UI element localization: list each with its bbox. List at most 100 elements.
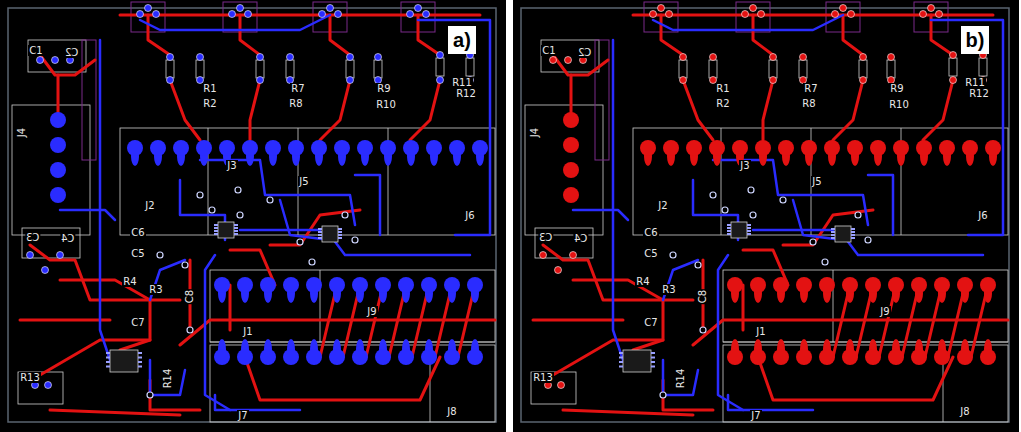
small-pad <box>928 5 935 12</box>
resistor-symbol <box>859 60 867 78</box>
connector-pad <box>50 112 66 128</box>
connector-pad <box>801 140 817 166</box>
reference-designator: C1 <box>28 45 43 56</box>
small-pad <box>950 77 957 84</box>
small-pad <box>287 54 294 61</box>
reference-designator: J2 <box>657 200 668 211</box>
connector-pad <box>311 140 327 166</box>
connector-pad <box>563 112 579 128</box>
reference-designator: C2 <box>64 47 79 58</box>
via <box>309 259 315 265</box>
panel-label: b) <box>961 26 990 54</box>
top-trace <box>753 15 773 55</box>
connector-pad <box>329 277 345 303</box>
resistor-symbol <box>949 58 957 76</box>
bottom-trace <box>240 229 320 232</box>
connector-pad <box>796 339 812 365</box>
connector-pad <box>865 277 881 303</box>
small-pad <box>920 11 927 18</box>
bottom-trace <box>205 255 230 410</box>
small-pad <box>37 57 44 64</box>
connector-pad <box>824 140 840 166</box>
connector-pad <box>727 277 743 303</box>
reference-designator: R12 <box>455 88 477 99</box>
reference-designator: R1 <box>202 83 217 94</box>
reference-designator: R9 <box>376 83 391 94</box>
top-trace <box>923 80 953 140</box>
connector-pad <box>375 339 391 365</box>
small-pad <box>680 77 687 84</box>
top-trace <box>833 80 863 140</box>
connector-pad <box>686 140 702 166</box>
panel-label: a) <box>448 26 476 54</box>
reference-designator: R13 <box>19 372 41 383</box>
reference-designator: R8 <box>288 98 303 109</box>
small-pad <box>936 11 943 18</box>
bottom-trace <box>663 360 698 395</box>
silk-outline <box>28 40 86 72</box>
connector-pad <box>214 277 230 303</box>
via <box>237 212 243 218</box>
ic-pin <box>651 361 655 363</box>
connector-pad <box>980 339 996 365</box>
small-pad <box>27 252 34 259</box>
connector-pad <box>398 339 414 365</box>
small-pad <box>860 77 867 84</box>
small-pad <box>42 267 49 274</box>
small-pad <box>848 11 855 18</box>
pcb-panel <box>513 0 1019 432</box>
connector-pad <box>380 140 396 166</box>
resistor-symbol <box>196 60 204 78</box>
reference-designator: J9 <box>366 306 377 317</box>
connector-pad <box>196 140 212 166</box>
top-trace <box>563 410 693 415</box>
top-trace <box>20 319 110 322</box>
connector-pad <box>403 140 419 166</box>
top-trace <box>661 15 683 55</box>
small-pad <box>167 54 174 61</box>
part-frame <box>595 40 609 160</box>
via <box>700 327 706 333</box>
reference-designator: C2 <box>577 47 592 58</box>
via <box>855 212 861 218</box>
connector-pad <box>237 339 253 365</box>
reference-designator: R1 <box>715 83 730 94</box>
connector-pad <box>334 140 350 166</box>
via <box>197 192 203 198</box>
reference-designator: R12 <box>968 88 990 99</box>
bottom-trace <box>868 175 893 235</box>
connector-pad <box>957 339 973 365</box>
connector-pad <box>980 277 996 303</box>
ic-pin <box>851 228 855 230</box>
top-trace <box>843 15 863 55</box>
connector-pad <box>563 137 579 153</box>
silk-outline <box>723 270 1008 342</box>
via <box>267 197 273 203</box>
reference-designator: J8 <box>959 406 970 417</box>
connector-pad <box>50 162 66 178</box>
ic-pin <box>234 227 238 229</box>
top-trace <box>320 80 350 140</box>
small-pad <box>658 5 665 12</box>
small-pad <box>558 382 565 389</box>
connector-pad <box>870 140 886 166</box>
reference-designator: C1 <box>541 45 556 56</box>
via <box>297 239 303 245</box>
reference-designator: R2 <box>202 98 217 109</box>
silk-outline <box>210 345 495 422</box>
reference-designator: J3 <box>739 160 750 171</box>
reference-designator: J5 <box>298 176 309 187</box>
reference-designator: R13 <box>532 372 554 383</box>
bottom-trace <box>753 229 833 232</box>
via <box>750 212 756 218</box>
connector-pad <box>796 277 812 303</box>
top-trace <box>758 357 953 400</box>
connector-pad <box>563 162 579 178</box>
silk-outline <box>210 270 495 342</box>
top-trace <box>410 80 440 140</box>
small-pad <box>45 382 52 389</box>
reference-designator: J7 <box>237 410 248 421</box>
via <box>182 262 188 268</box>
ic-pin <box>831 228 835 230</box>
top-trace <box>245 357 440 400</box>
